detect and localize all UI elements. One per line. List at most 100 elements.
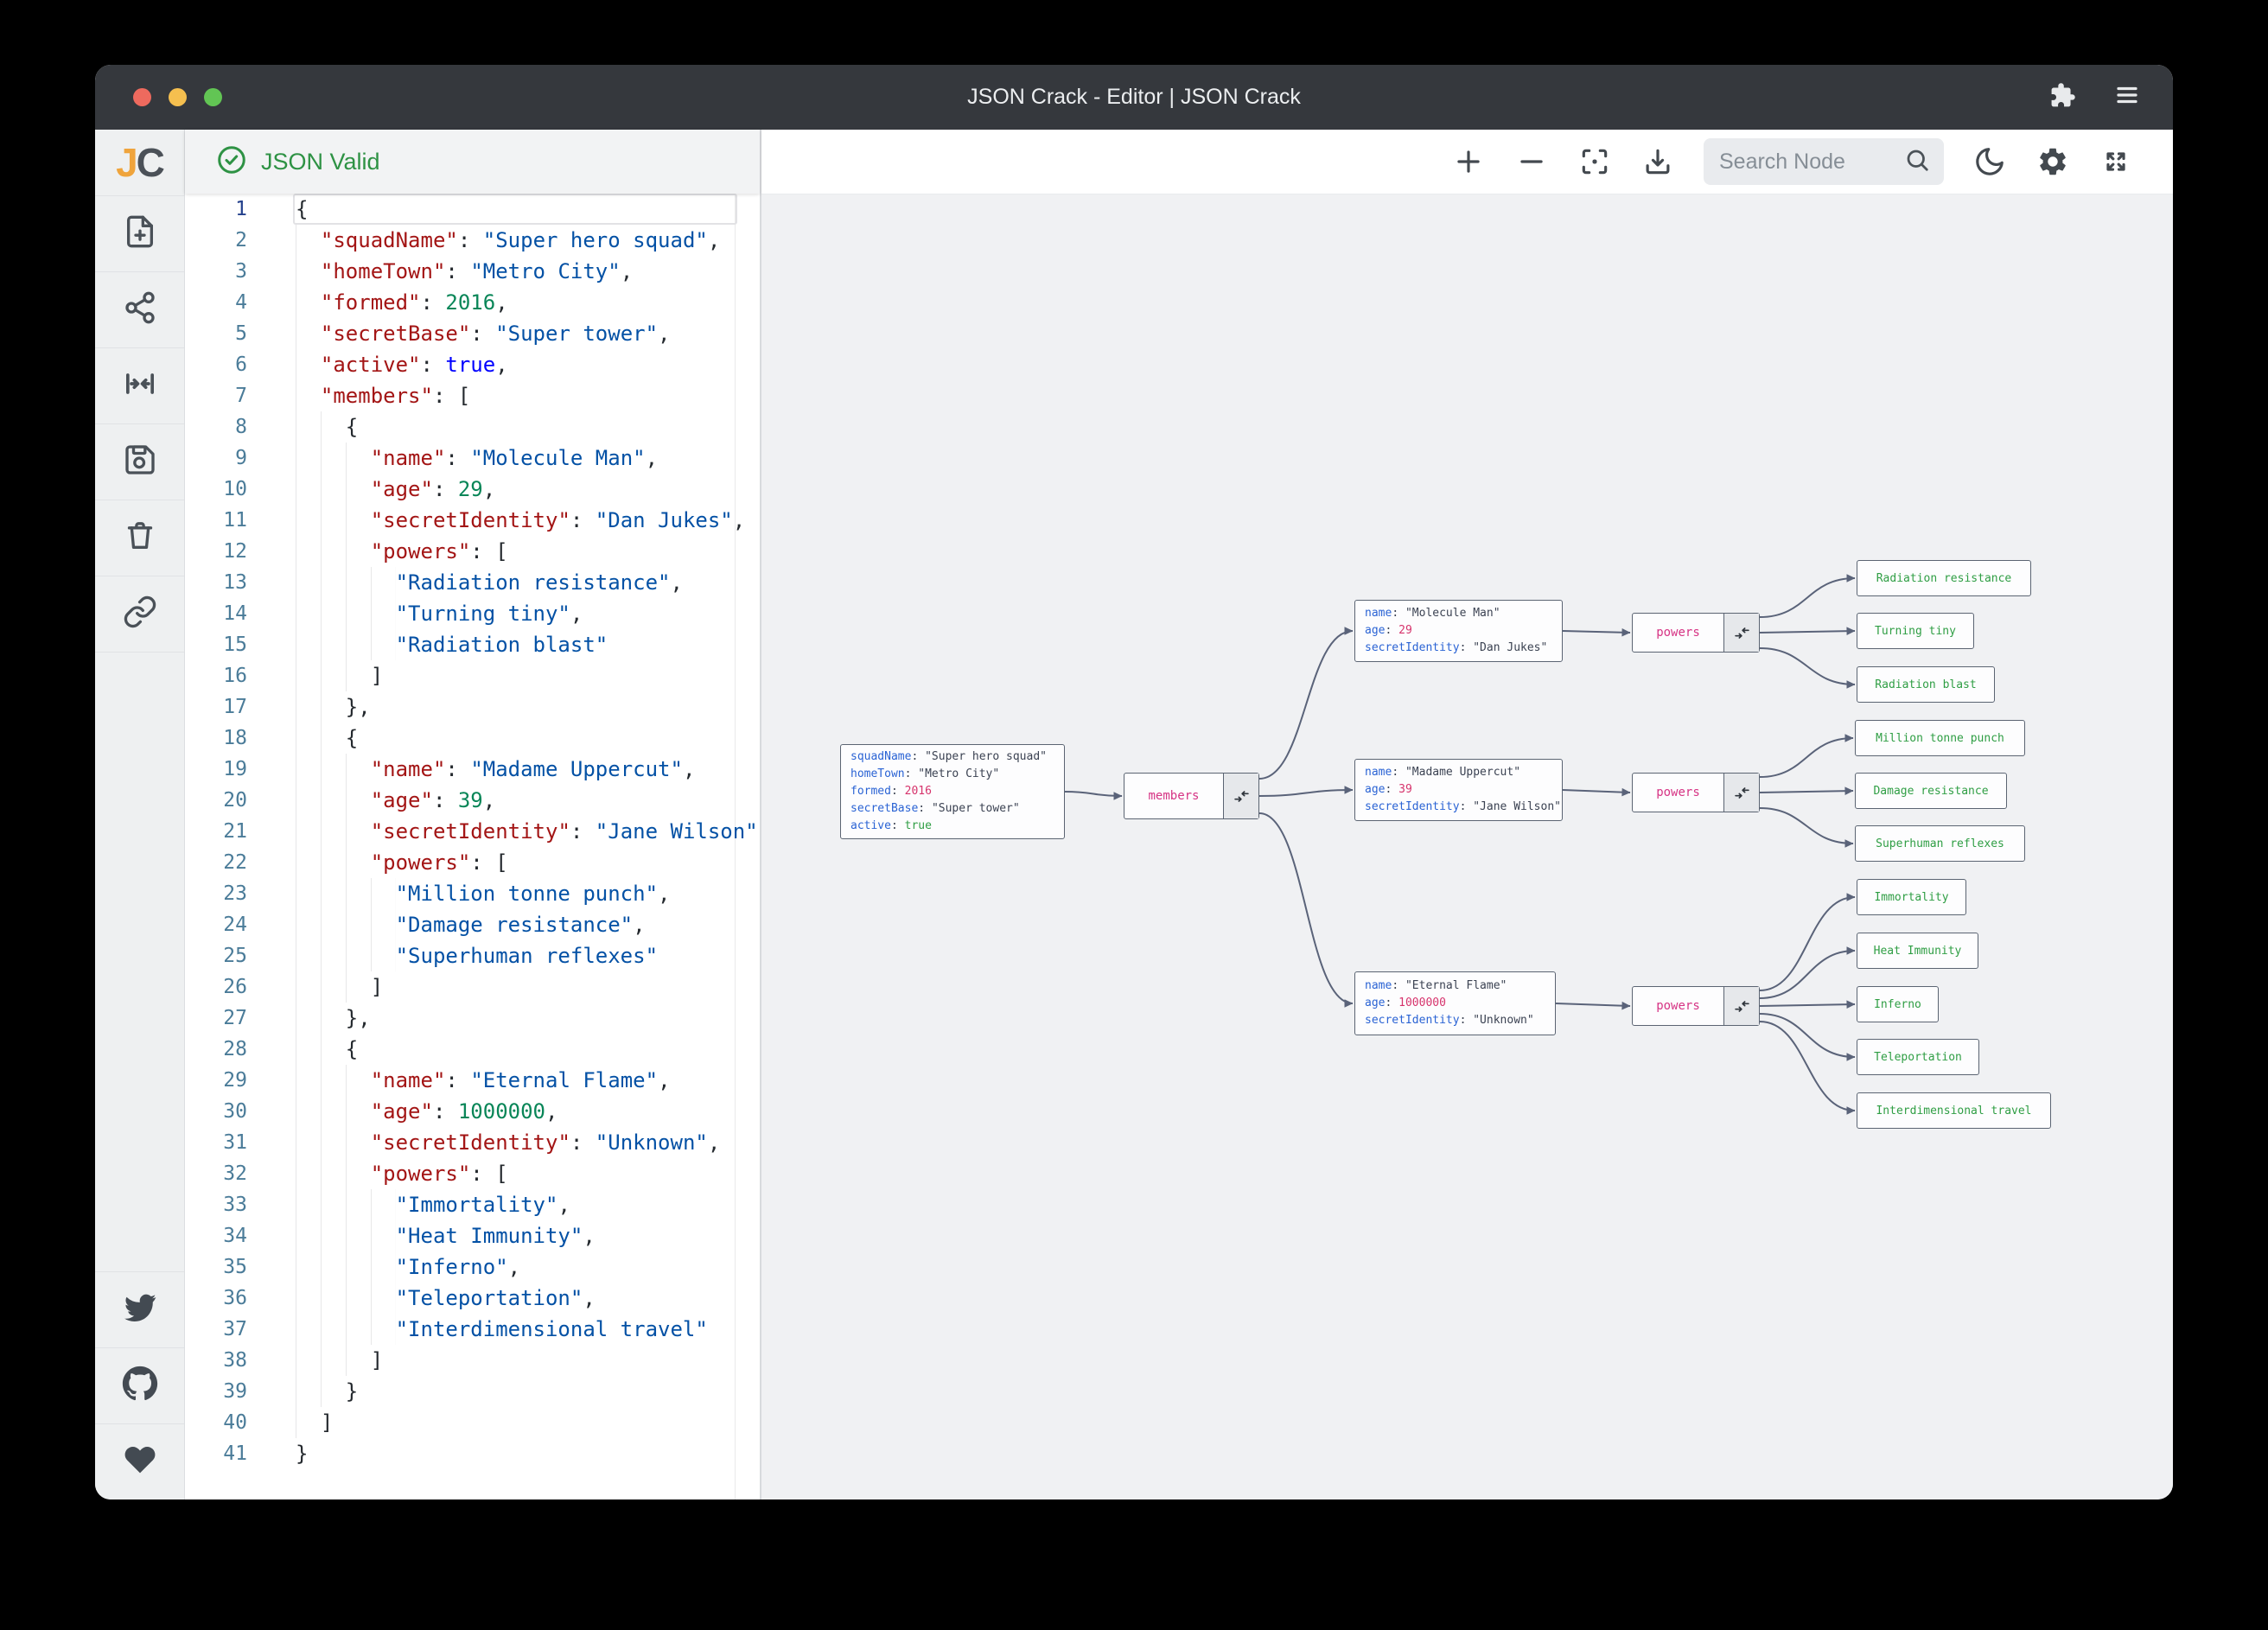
sidebar-item-twitter[interactable]: [95, 1271, 184, 1347]
line-number: 3: [235, 260, 247, 283]
graph-canvas[interactable]: squadName: "Super hero squad"homeTown: "…: [761, 194, 2173, 1499]
editor-panel: JSON Valid 1{2 "squadName": "Super hero …: [185, 130, 760, 1499]
graph-node-l-tt[interactable]: Turning tiny: [1857, 613, 1974, 649]
editor-line[interactable]: 3 "homeTown": "Metro City",: [185, 256, 760, 287]
editor-line[interactable]: 19 "name": "Madame Uppercut",: [185, 754, 760, 785]
menu-icon[interactable]: [2112, 82, 2142, 112]
code-text: "secretBase": "Super tower",: [296, 318, 760, 349]
editor-line[interactable]: 2 "squadName": "Super hero squad",: [185, 225, 760, 256]
sidebar-item-new-document[interactable]: [95, 196, 184, 272]
graph-node-l-in[interactable]: Inferno: [1857, 986, 1939, 1022]
sidebar-item-delete[interactable]: [95, 500, 184, 576]
editor-line[interactable]: 38 ]: [185, 1345, 760, 1376]
graph-node-l-hi[interactable]: Heat Immunity: [1857, 933, 1978, 969]
editor-line[interactable]: 14 "Turning tiny",: [185, 598, 760, 629]
editor-line[interactable]: 27 },: [185, 1003, 760, 1034]
fullscreen-icon[interactable]: [2099, 144, 2133, 179]
editor-line[interactable]: 37 "Interdimensional travel": [185, 1314, 760, 1345]
json-editor[interactable]: 1{2 "squadName": "Super hero squad",3 "h…: [185, 194, 760, 1499]
settings-icon[interactable]: [2035, 144, 2070, 179]
editor-line[interactable]: 6 "active": true,: [185, 349, 760, 380]
dark-mode-icon[interactable]: [1972, 144, 2007, 179]
sidebar-item-sponsor[interactable]: [95, 1423, 184, 1499]
line-number: 15: [223, 634, 247, 656]
graph-node-l-dr[interactable]: Damage resistance: [1855, 773, 2007, 809]
graph-node-l-sr[interactable]: Superhuman reflexes: [1855, 825, 2025, 862]
editor-line[interactable]: 10 "age": 29,: [185, 474, 760, 505]
graph-node-p2[interactable]: powers: [1632, 773, 1760, 812]
editor-line[interactable]: 1{: [185, 194, 760, 225]
editor-line[interactable]: 32 "powers": [: [185, 1158, 760, 1189]
line-number: 29: [223, 1069, 247, 1092]
editor-line[interactable]: 33 "Immortality",: [185, 1189, 760, 1220]
collapse-node-icon[interactable]: [1723, 987, 1759, 1025]
editor-line[interactable]: 7 "members": [: [185, 380, 760, 411]
zoom-out-button[interactable]: [1514, 144, 1549, 179]
editor-line[interactable]: 20 "age": 39,: [185, 785, 760, 816]
graph-node-root[interactable]: squadName: "Super hero squad"homeTown: "…: [840, 744, 1065, 839]
graph-node-p3[interactable]: powers: [1632, 986, 1760, 1026]
editor-line[interactable]: 40 ]: [185, 1407, 760, 1438]
share-link-icon: [123, 595, 157, 634]
code-text: "name": "Molecule Man",: [296, 443, 760, 474]
line-number: 5: [235, 322, 247, 345]
graph-node-l-it[interactable]: Interdimensional travel: [1857, 1092, 2051, 1129]
editor-line[interactable]: 29 "name": "Eternal Flame",: [185, 1065, 760, 1096]
editor-line[interactable]: 41}: [185, 1438, 760, 1469]
editor-line[interactable]: 36 "Teleportation",: [185, 1283, 760, 1314]
line-number: 20: [223, 789, 247, 812]
editor-line[interactable]: 13 "Radiation resistance",: [185, 567, 760, 598]
editor-line[interactable]: 15 "Radiation blast": [185, 629, 760, 660]
graph-node-l-tp[interactable]: Teleportation: [1857, 1039, 1979, 1075]
collapse-node-icon[interactable]: [1723, 774, 1759, 812]
code-text: "Radiation resistance",: [296, 567, 760, 598]
editor-line[interactable]: 11 "secretIdentity": "Dan Jukes",: [185, 505, 760, 536]
editor-line[interactable]: 23 "Million tonne punch",: [185, 878, 760, 909]
collapse-node-icon[interactable]: [1723, 614, 1759, 652]
close-button[interactable]: [133, 88, 151, 106]
sidebar-item-github[interactable]: [95, 1347, 184, 1423]
editor-line[interactable]: 17 },: [185, 691, 760, 723]
editor-line[interactable]: 35 "Inferno",: [185, 1251, 760, 1283]
code-text: "name": "Eternal Flame",: [296, 1065, 760, 1096]
sidebar-item-center-view[interactable]: [95, 348, 184, 424]
editor-line[interactable]: 39 }: [185, 1376, 760, 1407]
graph-node-l-rr[interactable]: Radiation resistance: [1857, 560, 2031, 596]
collapse-node-icon[interactable]: [1223, 774, 1258, 818]
sidebar-item-graph-view[interactable]: [95, 272, 184, 348]
minimize-button[interactable]: [169, 88, 187, 106]
graph-node-l-mtp[interactable]: Million tonne punch: [1855, 720, 2025, 756]
editor-line[interactable]: 18 {: [185, 723, 760, 754]
editor-line[interactable]: 28 {: [185, 1034, 760, 1065]
sidebar-item-share-link[interactable]: [95, 576, 184, 653]
editor-line[interactable]: 26 ]: [185, 971, 760, 1003]
graph-node-p1[interactable]: powers: [1632, 613, 1760, 653]
graph-node-l-rb[interactable]: Radiation blast: [1857, 666, 1995, 703]
focus-button[interactable]: [1577, 144, 1612, 179]
editor-line[interactable]: 4 "formed": 2016,: [185, 287, 760, 318]
sidebar-item-save[interactable]: [95, 424, 184, 500]
editor-line[interactable]: 22 "powers": [: [185, 847, 760, 878]
extension-icon[interactable]: [2049, 82, 2076, 113]
editor-line[interactable]: 34 "Heat Immunity",: [185, 1220, 760, 1251]
zoom-button[interactable]: [204, 88, 222, 106]
editor-line[interactable]: 30 "age": 1000000,: [185, 1096, 760, 1127]
editor-line[interactable]: 9 "name": "Molecule Man",: [185, 443, 760, 474]
editor-line[interactable]: 24 "Damage resistance",: [185, 909, 760, 940]
download-button[interactable]: [1640, 144, 1675, 179]
zoom-in-button[interactable]: [1451, 144, 1486, 179]
graph-node-members[interactable]: members: [1124, 773, 1259, 819]
editor-line[interactable]: 8 {: [185, 411, 760, 443]
editor-line[interactable]: 21 "secretIdentity": "Jane Wilson",: [185, 816, 760, 847]
search-node-input[interactable]: [1717, 148, 1895, 175]
panel-divider[interactable]: [760, 130, 761, 1499]
editor-line[interactable]: 5 "secretBase": "Super tower",: [185, 318, 760, 349]
graph-node-l-im[interactable]: Immortality: [1857, 879, 1966, 915]
editor-line[interactable]: 16 ]: [185, 660, 760, 691]
editor-line[interactable]: 25 "Superhuman reflexes": [185, 940, 760, 971]
editor-line[interactable]: 12 "powers": [: [185, 536, 760, 567]
editor-line[interactable]: 31 "secretIdentity": "Unknown",: [185, 1127, 760, 1158]
